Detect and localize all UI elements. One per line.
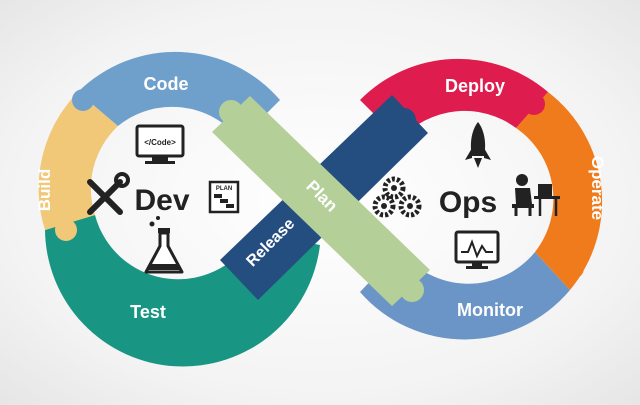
flask-icon: [144, 216, 184, 274]
puzzle-tab: [523, 93, 545, 115]
segment-operate: [516, 92, 603, 290]
label-build: Build: [35, 169, 54, 212]
puzzle-tab: [562, 257, 584, 279]
label-operate: Operate: [588, 156, 607, 220]
label-code: Code: [144, 74, 189, 94]
dev-title: Dev: [134, 184, 189, 217]
rocket-icon: [465, 122, 491, 168]
puzzle-tab: [219, 100, 243, 124]
puzzle-tab: [392, 108, 416, 132]
label-test: Test: [130, 302, 166, 322]
plan-board-icon: PLAN: [208, 180, 240, 214]
gears-icon: [372, 176, 422, 218]
label-monitor: Monitor: [457, 300, 523, 320]
puzzle-tab: [72, 89, 94, 111]
monitor-chart-icon: [454, 230, 500, 269]
segment-plan: [212, 96, 430, 306]
ops-title: Ops: [439, 186, 497, 219]
puzzle-tab: [55, 219, 77, 241]
code-screen-text: </Code>: [144, 138, 176, 147]
segment-build: [38, 92, 118, 230]
plan-board-text: PLAN: [216, 186, 232, 192]
code-screen-icon: </Code>: [135, 124, 185, 164]
puzzle-tab: [400, 278, 424, 302]
operator-desk-icon: [512, 174, 560, 216]
tools-icon: [87, 172, 130, 215]
label-deploy: Deploy: [445, 76, 505, 96]
